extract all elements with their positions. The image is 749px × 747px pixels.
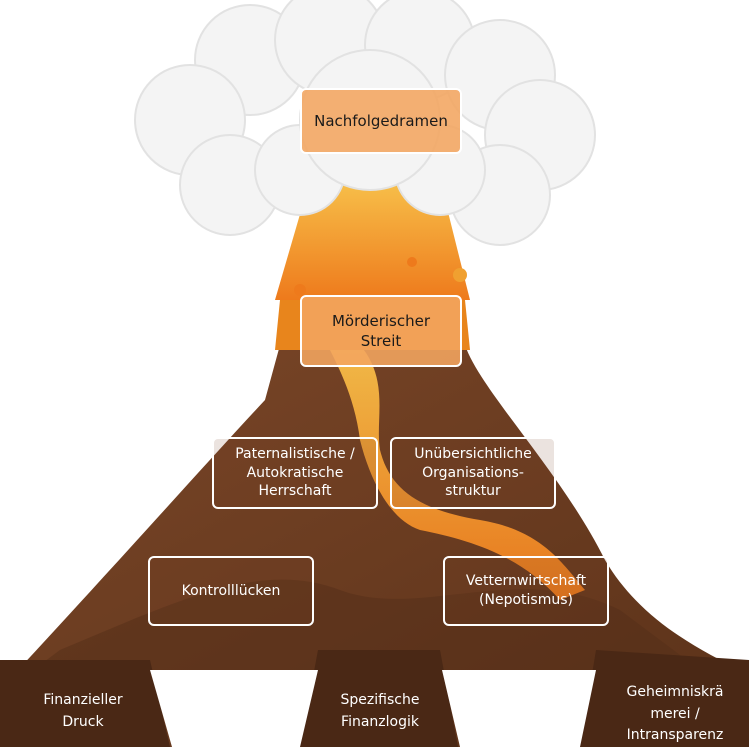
smoke-cloud bbox=[134, 0, 596, 246]
lava-drop bbox=[294, 284, 306, 296]
box-unuebersichtliche-struktur: Unübersichtliche Organisations- struktur bbox=[390, 437, 556, 509]
box-nachfolgedramen: Nachfolgedramen bbox=[300, 88, 462, 154]
root-label-geheimniskraemerei: Geheimniskrä merei / Intransparenz bbox=[626, 684, 724, 744]
label-paternalistische-herrschaft: Paternalistische / Autokratische Herrsch… bbox=[235, 445, 355, 500]
root-left bbox=[0, 660, 170, 747]
label-moerderischer-streit: Mörderischer Streit bbox=[331, 311, 431, 350]
box-moerderischer-streit: Mörderischer Streit bbox=[300, 295, 462, 367]
label-kontrollluecken: Kontrolllücken bbox=[181, 582, 281, 599]
box-paternalistische-herrschaft: Paternalistische / Autokratische Herrsch… bbox=[212, 437, 378, 509]
root-label-spezifische-finanzlogik: Spezifische Finanzlogik bbox=[340, 692, 420, 730]
root-label-finanzieller-druck: Finanzieller Druck bbox=[43, 692, 123, 730]
gap-left bbox=[150, 670, 318, 747]
mountain-shadow bbox=[20, 579, 700, 680]
gap-right bbox=[442, 670, 596, 747]
root-center bbox=[300, 650, 458, 747]
label-vetternwirtschaft: Vetternwirtschaft (Nepotismus) bbox=[465, 573, 587, 608]
box-vetternwirtschaft: Vetternwirtschaft (Nepotismus) bbox=[443, 556, 609, 626]
box-kontrollluecken: Kontrolllücken bbox=[148, 556, 314, 626]
lava-flow bbox=[330, 345, 585, 600]
label-nachfolgedramen: Nachfolgedramen bbox=[314, 111, 448, 130]
root-right bbox=[580, 650, 749, 747]
lava-drop bbox=[453, 268, 467, 282]
label-unuebersichtliche-struktur: Unübersichtliche Organisations- struktur bbox=[414, 445, 532, 500]
lava-drop bbox=[407, 257, 417, 267]
